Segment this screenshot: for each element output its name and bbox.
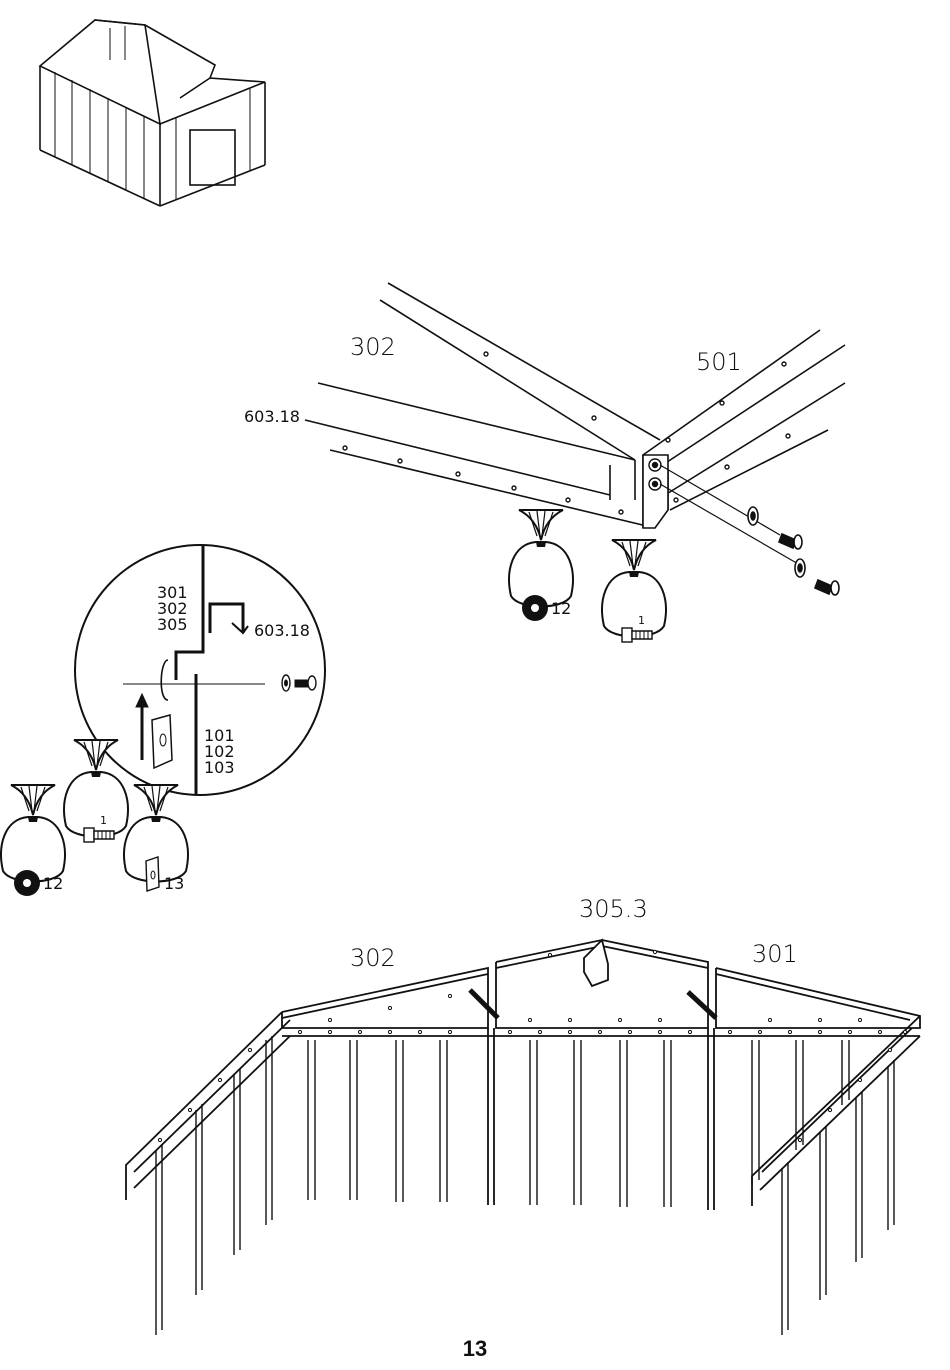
magnified-detail: 301 302 305 603.18 101 102 103	[75, 545, 325, 795]
hardware-bag-washers: 12	[509, 510, 573, 621]
washer-icon	[795, 559, 805, 577]
beam-302	[380, 283, 660, 460]
gable-label-301: 301	[752, 940, 798, 968]
shed-thumbnail	[40, 20, 265, 206]
hardware-bag-washers: 12	[1, 785, 65, 896]
gable-label-302: 302	[350, 944, 396, 972]
part-label-302: 302	[350, 333, 396, 361]
hardware-bag-screws: 1	[602, 540, 666, 642]
gable-label-305-3: 305.3	[579, 895, 648, 923]
page-number: 13	[0, 1336, 950, 1362]
beam-corner-detail	[305, 283, 845, 595]
bag-count: 1	[100, 814, 107, 827]
beam-501	[643, 330, 845, 528]
bag-count: 13	[164, 874, 184, 893]
screw-icon	[779, 534, 802, 549]
bag-count: 12	[43, 874, 63, 893]
clip-icon	[152, 715, 172, 768]
gable-frame-view	[126, 940, 920, 1335]
part-label-501: 501	[696, 348, 742, 376]
screw-icon	[815, 580, 839, 595]
washer-icon	[282, 675, 290, 691]
bag-count: 12	[551, 599, 571, 618]
part-label-603-18: 603.18	[244, 407, 300, 426]
washer-icon	[748, 507, 758, 525]
part-label-305: 305	[157, 615, 188, 634]
beam-603-18	[305, 383, 655, 528]
bag-count: 1	[638, 614, 645, 627]
clip-icon	[146, 857, 159, 891]
hardware-bag-clips: 13	[124, 785, 188, 893]
part-label-103: 103	[204, 758, 235, 777]
part-label-603-18: 603.18	[254, 621, 310, 640]
